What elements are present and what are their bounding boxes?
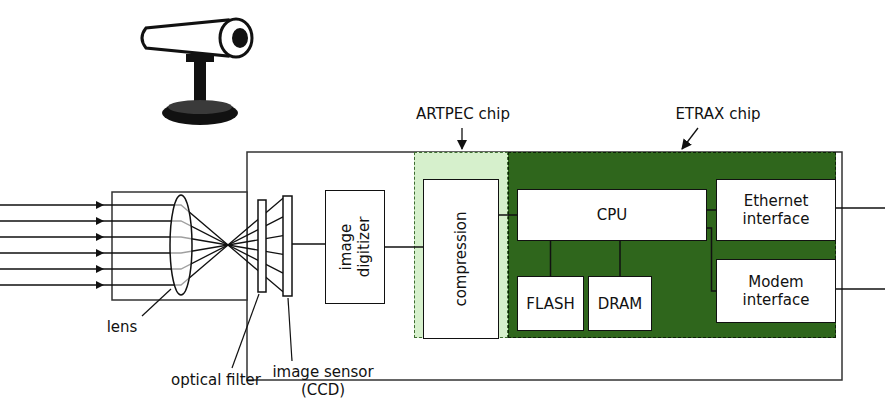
light-ray [0,237,283,254]
memory-box: FLASH [517,276,584,331]
box-label: Modem interface [720,273,832,309]
callout-arrow [461,128,462,149]
camera-mount [186,54,214,62]
light-ray [0,198,283,285]
light-ray [0,217,283,269]
memory-box: DRAM [588,276,652,331]
callout-arrow [682,128,698,149]
part-label: image sensor (CCD) [258,363,388,399]
box-label: FLASH [522,295,578,313]
bus-line [499,214,517,216]
chip-region: ETRAX chipCPUFLASHDRAMEthernet interface… [508,152,836,338]
leader-line [142,289,171,316]
interface-box: Modem interface [716,259,836,323]
ray-arrowhead [96,201,104,209]
process-box: CPU [517,189,707,241]
camera-body [142,20,228,56]
ray-arrowhead [96,281,104,289]
box-label: DRAM [594,295,647,313]
lens-tube [112,192,247,300]
bus-line [385,246,423,248]
part-label: lens [92,318,152,336]
chip-label: ETRAX chip [653,105,783,123]
chip-label: ARTPEC chip [398,105,528,123]
ray-arrowhead [96,249,104,257]
chip-region: ARTPEC chipcompression [414,152,508,338]
light-ray [0,205,283,292]
light-ray [0,221,283,273]
external-wire [836,288,885,290]
box-label: image digitizer [337,194,373,300]
sensor-wire [292,243,325,245]
box-label: compression [452,183,470,335]
digitizer-box: image digitizer [325,190,385,304]
part-label: optical filter [170,371,262,389]
leader-line [288,298,292,361]
ray-arrowhead [96,233,104,241]
bus-line [707,228,716,291]
interface-box: Ethernet interface [716,179,836,241]
camera-base [162,101,238,125]
light-ray [0,236,283,253]
camera-stand [194,60,206,102]
external-wire [836,207,885,209]
box-label: CPU [593,206,632,224]
camera-lens [232,28,248,48]
bus-line [619,241,621,276]
ray-arrowhead [96,265,104,273]
optical-filter [258,200,266,292]
process-box: compression [423,179,499,339]
lens-element [170,195,192,295]
box-label: Ethernet interface [720,192,832,228]
camera-housing [247,152,842,380]
bus-line [707,209,716,211]
camera-icon [142,19,252,125]
bus-line [550,241,552,276]
image-sensor [283,196,292,296]
light-rays [0,198,283,292]
camera-base-top [168,100,232,114]
camera-front [220,19,252,57]
ray-arrowhead [96,217,104,225]
leader-line [232,294,259,368]
